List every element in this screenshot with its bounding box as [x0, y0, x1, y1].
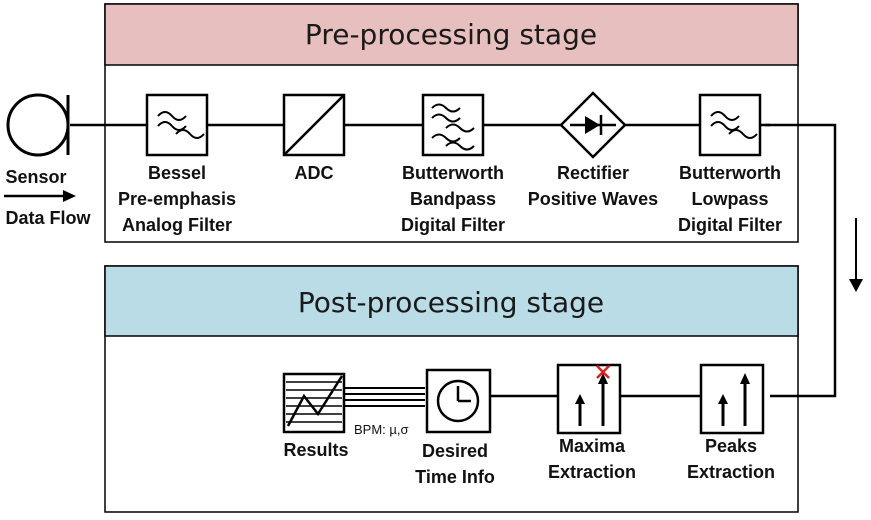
clock-icon: [436, 379, 480, 423]
lowpass-filter-icon: [157, 111, 205, 139]
post-stage-header: [104, 265, 799, 337]
bessel-filter-block: [145, 93, 209, 157]
post-stage-title: Post-processing stage: [298, 286, 604, 319]
bessel-label-1: Bessel: [148, 163, 206, 183]
maxima-label-2: Extraction: [548, 462, 636, 482]
bandpass-label-3: Digital Filter: [401, 215, 505, 235]
maxima-block: [556, 363, 622, 435]
time-info-block: [425, 368, 492, 434]
peaks-label-1: Peaks: [705, 436, 757, 456]
bpm-label: BPM: µ,σ: [354, 422, 409, 437]
adc-label: ADC: [295, 163, 334, 183]
lowpass-label-3: Digital Filter: [678, 215, 782, 235]
bandpass-label-1: Butterworth: [402, 163, 504, 183]
bessel-label-2: Pre-emphasis: [118, 189, 236, 209]
peaks-block: [699, 363, 765, 435]
bessel-label-3: Analog Filter: [122, 215, 232, 235]
data-flow-arrow-icon: [4, 190, 76, 202]
bandpass-label-2: Bandpass: [410, 189, 496, 209]
peaks-arrows-icon: [718, 373, 750, 426]
adc-block: [282, 93, 346, 157]
bandpass-filter-icon: [431, 103, 475, 151]
pre-stage-header: [104, 3, 799, 66]
maxima-arrows-icon: [575, 373, 608, 426]
pre-block-labels: Bessel Pre-emphasis Analog Filter ADC Bu…: [118, 163, 782, 235]
results-block: [282, 372, 346, 434]
rectifier-label-1: Rectifier: [557, 163, 629, 183]
lowpass-label-1: Butterworth: [679, 163, 781, 183]
post-block-labels: Results Desired Time Info Maxima Extract…: [283, 436, 775, 487]
pre-processing-stage: Pre-processing stage: [104, 3, 799, 243]
results-label: Results: [283, 440, 348, 460]
diode-icon: [570, 115, 616, 135]
lowpass-filter-icon-2: [710, 111, 758, 139]
bpm-bus-lines: [344, 387, 425, 407]
rectifier-block: [559, 91, 627, 159]
downward-arrow-icon: [849, 218, 863, 292]
rectifier-label-2: Positive Waves: [528, 189, 658, 209]
maxima-label-1: Maxima: [559, 436, 626, 456]
time-info-label-2: Time Info: [415, 467, 495, 487]
data-flow-label: Data Flow: [5, 208, 91, 228]
time-info-label-1: Desired: [422, 441, 488, 461]
stage-connector-line: [765, 123, 837, 398]
maxima-cross-marker-icon: [596, 365, 610, 379]
pre-stage-title: Pre-processing stage: [305, 18, 597, 51]
sensor-icon: [6, 93, 70, 157]
lowpass-label-2: Lowpass: [691, 189, 768, 209]
lowpass-filter-block: [698, 93, 762, 157]
bandpass-filter-block: [421, 93, 485, 157]
results-chart-icon: [286, 375, 344, 427]
sensor-label: Sensor: [5, 167, 66, 187]
peaks-label-2: Extraction: [687, 462, 775, 482]
adc-diagonal-icon: [283, 94, 345, 156]
